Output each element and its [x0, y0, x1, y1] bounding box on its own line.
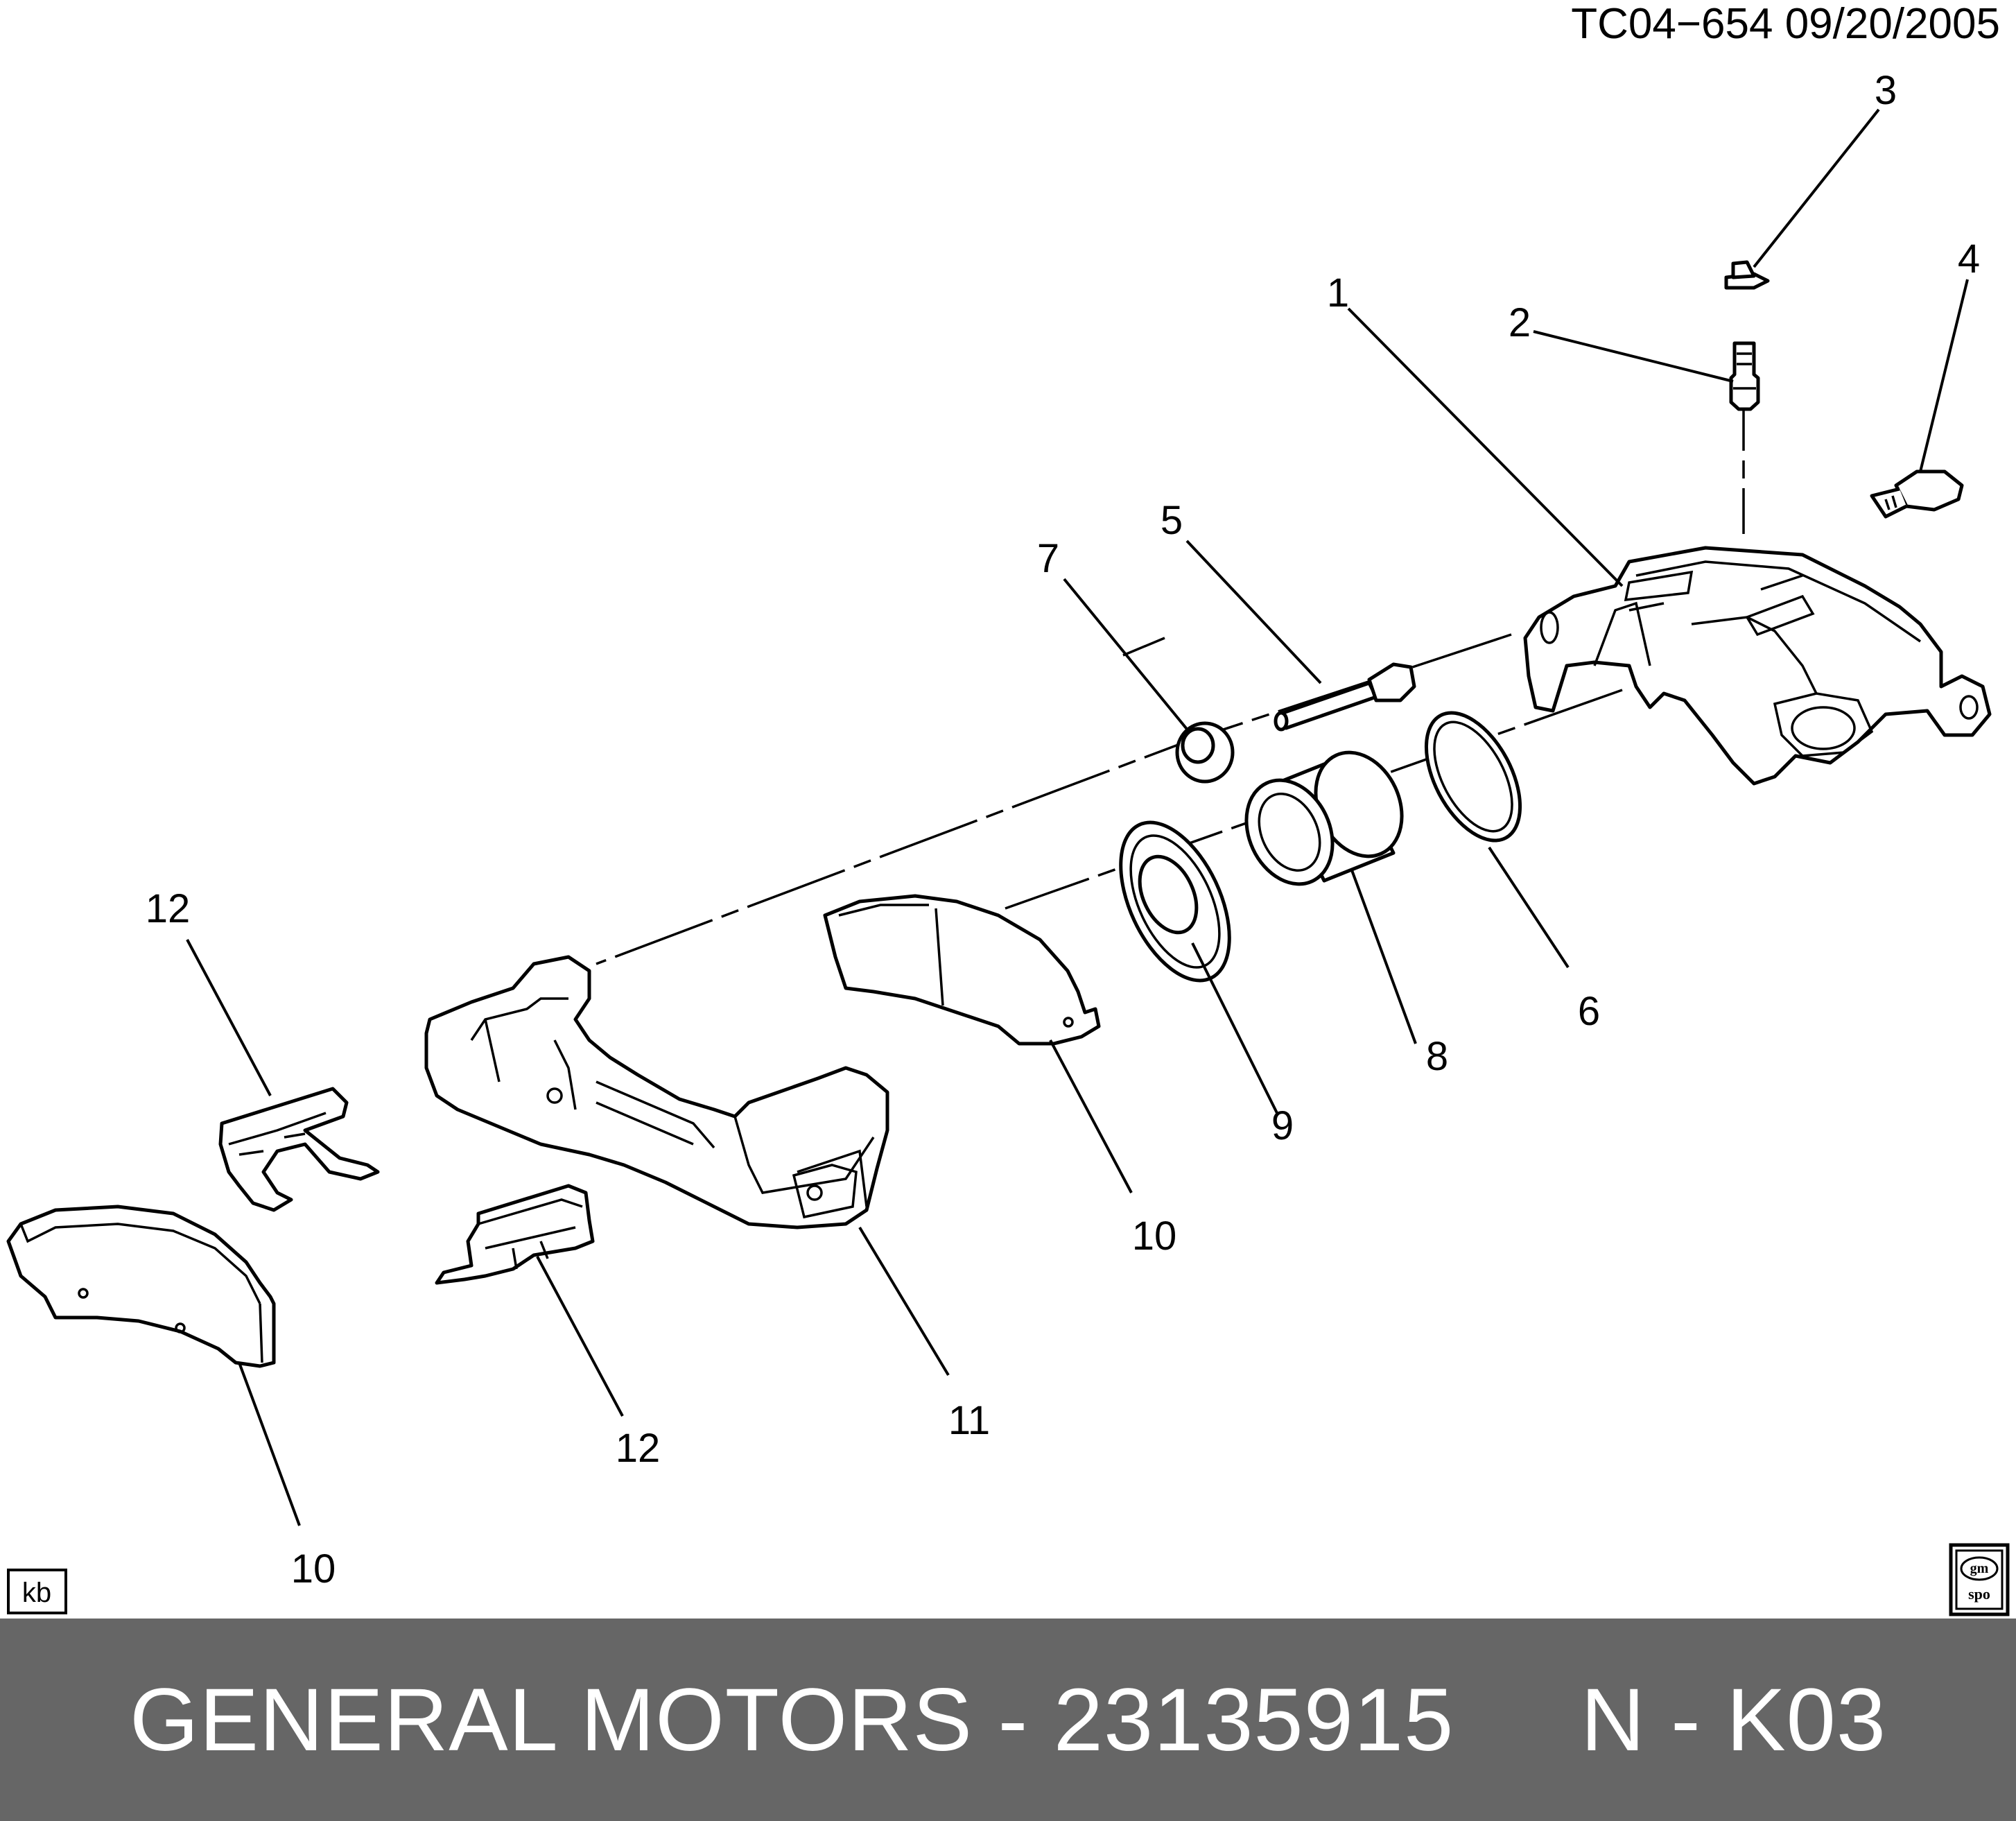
callout-11: 11 [948, 1398, 990, 1443]
callout-7: 7 [1037, 536, 1059, 581]
drawing-reference: TC04−654 09/20/2005 [1571, 0, 2000, 48]
callout-leader-lines [186, 108, 1969, 1526]
callout-1: 1 [1327, 270, 1349, 316]
caliper-housing-part [1523, 546, 1992, 786]
dust-boot-part [1119, 820, 1231, 983]
callout-2: 2 [1509, 300, 1531, 345]
slide-pin-part [1274, 662, 1416, 732]
inner-brake-pad-part [823, 894, 1101, 1046]
callout-9: 9 [1271, 1103, 1294, 1148]
footer-banner: GENERAL MOTORS - 23135915 N - K03 [0, 1619, 2016, 1821]
bolt-part [1870, 469, 1964, 519]
callout-3: 3 [1875, 68, 1897, 113]
callout-12-lower-clip: 12 [616, 1426, 661, 1471]
o-ring-seal-part [1424, 711, 1522, 843]
footer-part-number-text: GENERAL MOTORS - 23135915 N - K03 [130, 1670, 1886, 1770]
svg-text:spo: spo [1968, 1585, 1990, 1603]
svg-text:kb: kb [22, 1578, 51, 1608]
callout-5: 5 [1161, 498, 1183, 543]
outer-brake-pad-part [6, 1205, 276, 1368]
upper-pad-clip-part [218, 1087, 380, 1212]
callout-12-upper-clip: 12 [146, 886, 191, 931]
callout-10-outer-pad: 10 [291, 1546, 336, 1591]
svg-text:gm: gm [1970, 1561, 1989, 1576]
kb-mark: kb [7, 1569, 67, 1614]
caliper-bracket-part [424, 955, 889, 1229]
callout-8: 8 [1426, 1034, 1448, 1079]
lower-pad-clip-part [435, 1184, 595, 1285]
callout-10-inner-pad: 10 [1132, 1214, 1177, 1259]
piston-part [1244, 750, 1404, 886]
exploded-parts-diagram: TC04−654 09/20/2005 [6, 0, 2010, 1616]
callout-labels: 1 2 3 4 5 6 7 8 9 10 10 11 12 12 [146, 68, 1980, 1591]
callout-6: 6 [1578, 989, 1600, 1034]
bleeder-cap-part [1724, 260, 1770, 290]
callout-4: 4 [1958, 236, 1980, 282]
gm-spo-logo: gm spo [1949, 1543, 2010, 1616]
bushing-part [1175, 721, 1235, 784]
bleeder-valve-part [1729, 341, 1760, 411]
